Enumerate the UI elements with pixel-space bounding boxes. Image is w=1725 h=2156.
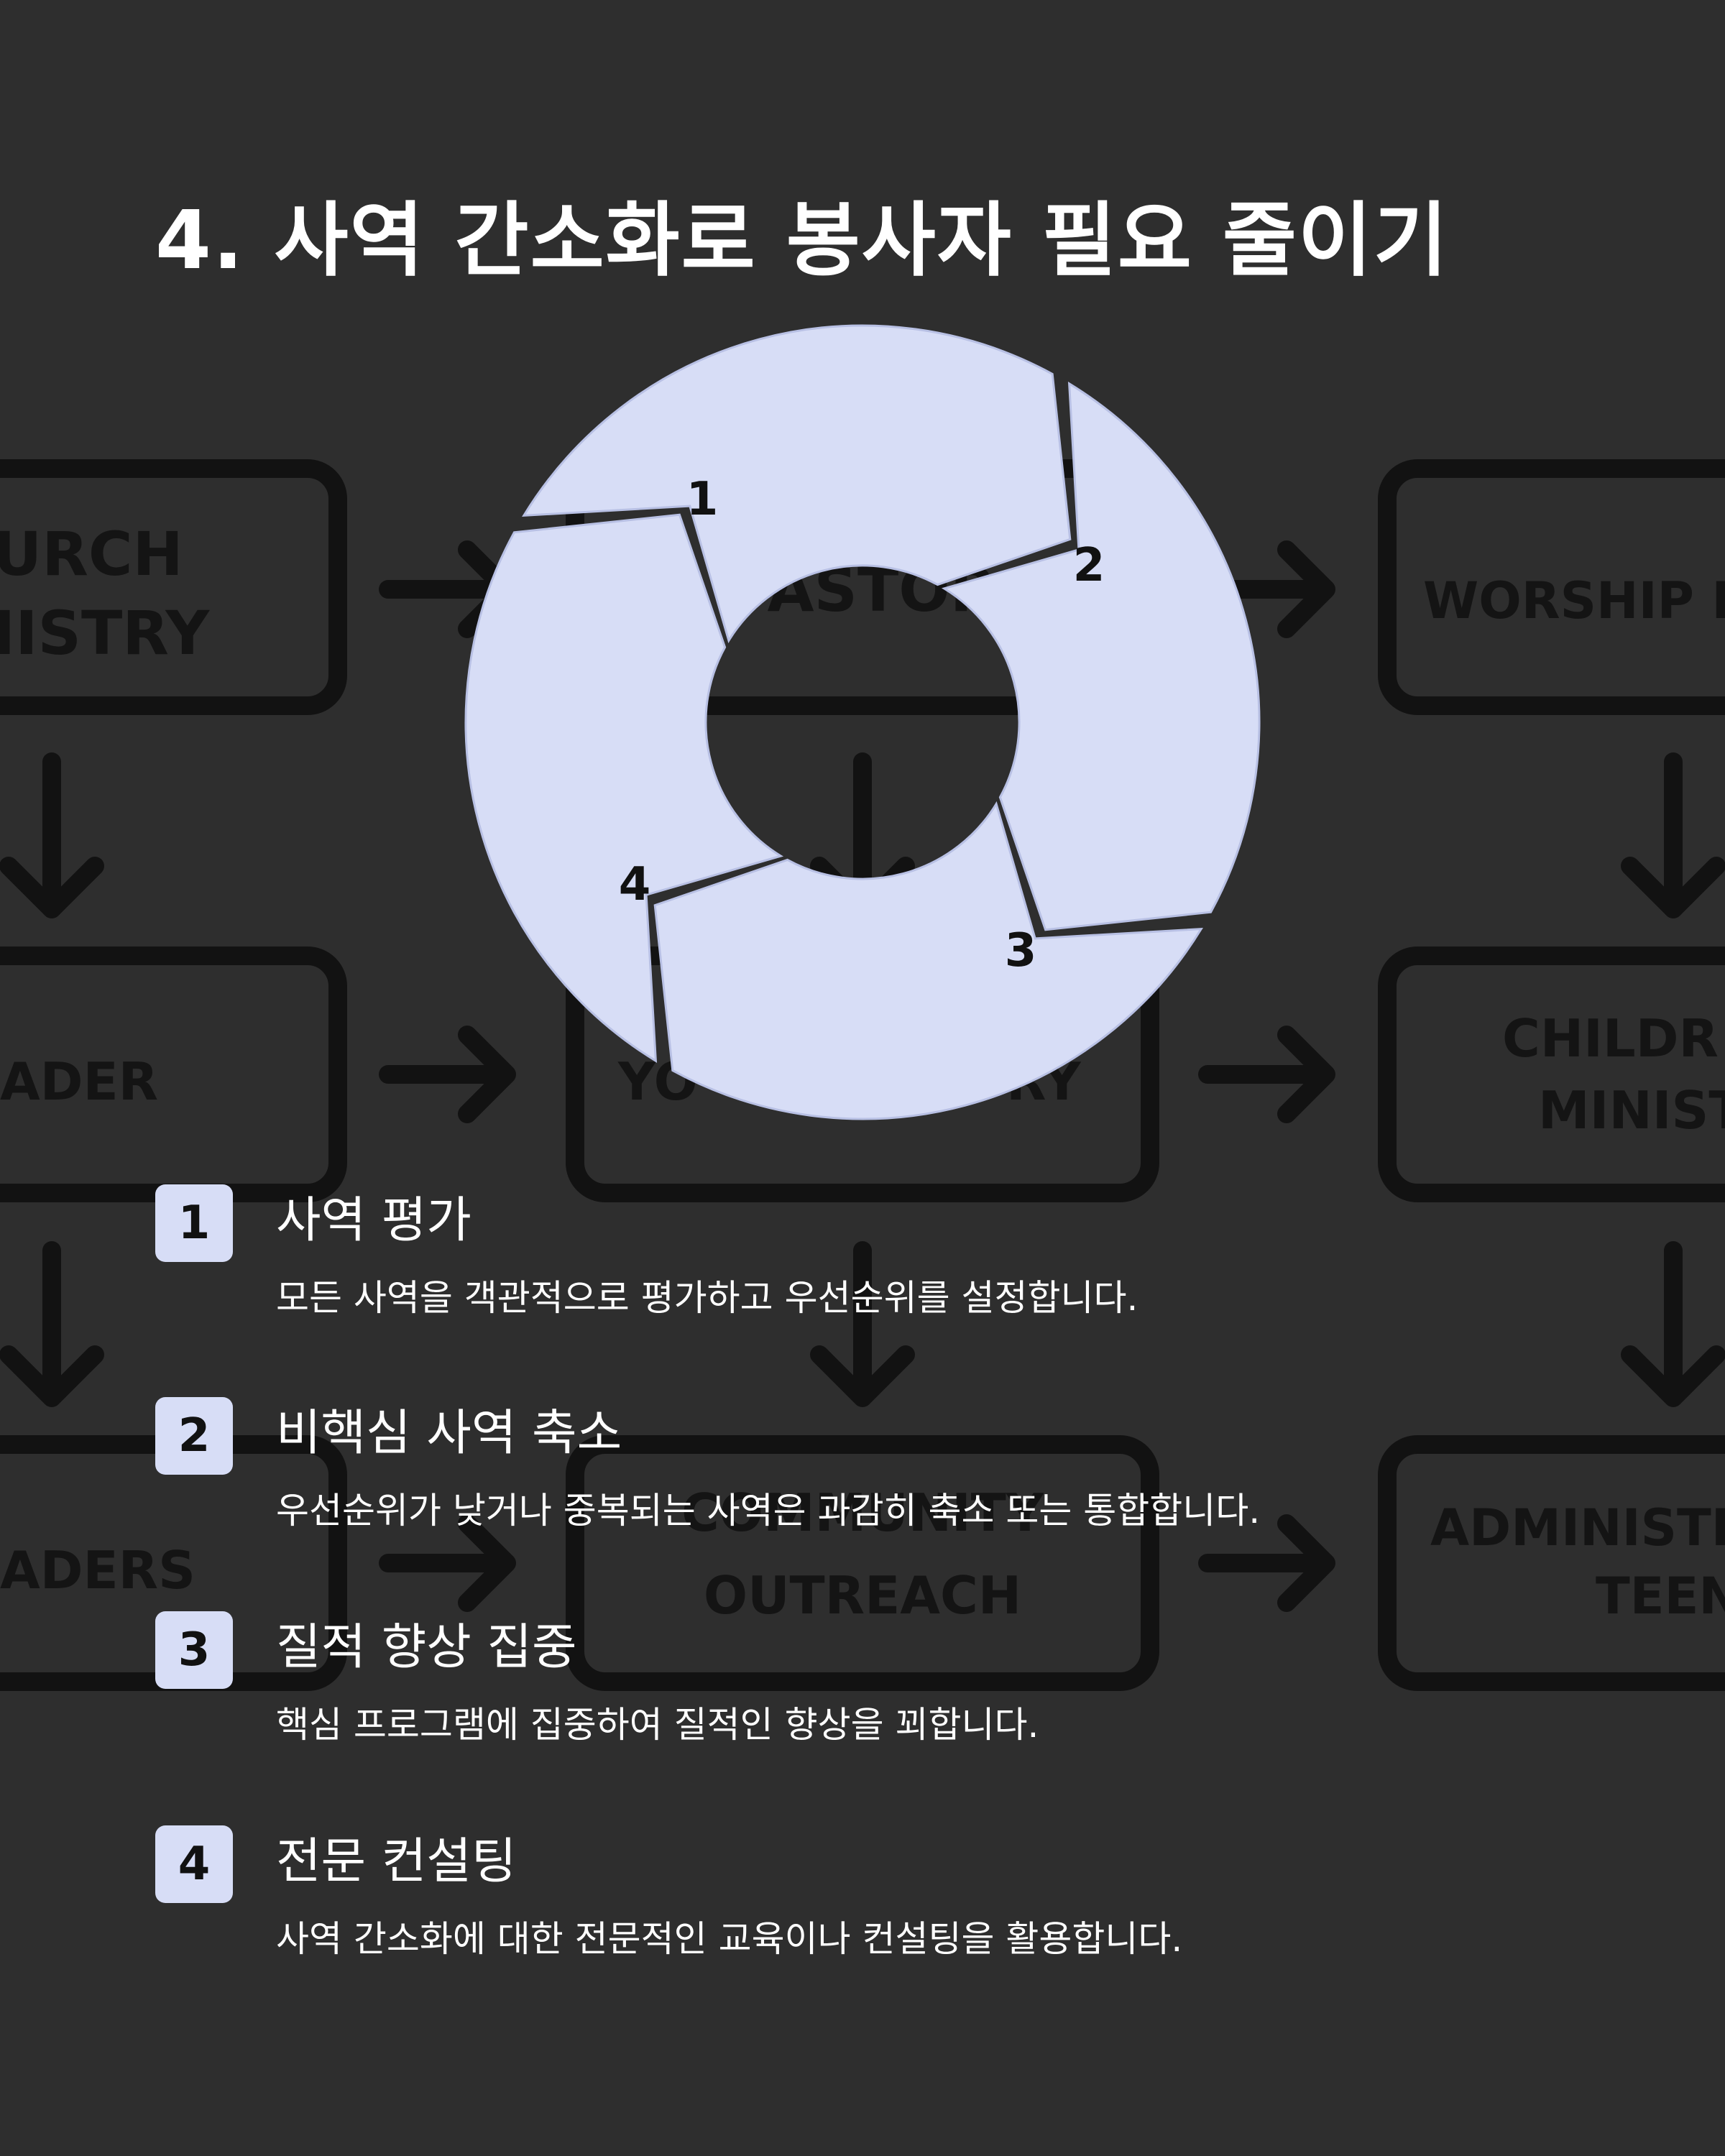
arrow-right-icon (379, 1026, 516, 1123)
org-box-worship (1378, 459, 1725, 715)
org-label: OUTREACH (704, 1565, 1021, 1626)
arrow-down-icon (0, 1241, 104, 1407)
step-1: 1 사역 평가 모든 사역을 객관적으로 평가하고 우선순위를 설정합니다. (155, 1184, 1521, 1357)
org-box-leaders (0, 1435, 347, 1691)
step-2: 2 비핵심 사역 축소 우선순위가 낮거나 중복되는 사역은 과감히 축소 또는… (155, 1397, 1521, 1570)
org-box-leader (0, 946, 347, 1202)
cycle-segment-2 (941, 382, 1261, 931)
cycle-segment-label-4: 4 (619, 858, 651, 911)
arrow-right-icon (379, 1514, 516, 1612)
step-description: 사역 간소화에 대한 전문적인 교육이나 컨설팅을 활용합니다. (276, 1918, 1183, 1960)
org-label: TEEN (1596, 1567, 1725, 1626)
cycle-segment-4 (464, 513, 784, 1063)
org-label: ADERS (0, 1540, 196, 1600)
cycle-segment-1 (522, 324, 1072, 644)
step-number-badge: 2 (155, 1397, 233, 1475)
arrow-down-icon (1621, 1241, 1725, 1407)
org-box-children (1378, 946, 1725, 1202)
arrow-right-icon (1198, 1026, 1335, 1123)
org-label: ADMINISTR (1430, 1498, 1725, 1557)
arrow-right-icon (1198, 1514, 1335, 1612)
org-label: WORSHIP L (1423, 571, 1725, 630)
org-label: ADER (0, 1051, 158, 1112)
org-box-church-ministry (0, 459, 347, 715)
step-title: 사역 평가 (276, 1192, 472, 1249)
org-label: MINIST (1538, 1080, 1725, 1141)
step-3: 3 질적 향상 집중 핵심 프로그램에 집중하여 질적인 향상을 꾀합니다. (155, 1611, 1521, 1784)
step-description: 우선순위가 낮거나 중복되는 사역은 과감히 축소 또는 통합합니다. (276, 1490, 1261, 1531)
arrow-down-icon (810, 1241, 915, 1407)
org-box-outreach (566, 1435, 1159, 1691)
step-title: 질적 향상 집중 (276, 1619, 577, 1676)
arrow-down-icon (1621, 752, 1725, 918)
cycle-segment-label-2: 2 (1073, 539, 1105, 592)
step-4: 4 전문 컨설팅 사역 간소화에 대한 전문적인 교육이나 컨설팅을 활용합니다… (155, 1825, 1521, 1998)
step-number-badge: 4 (155, 1825, 233, 1903)
org-label: CHILDR (1502, 1008, 1719, 1069)
step-description: 모든 사역을 객관적으로 평가하고 우선순위를 설정합니다. (276, 1277, 1138, 1319)
page-title: 4. 사역 간소화로 봉사자 필요 줄이기 (155, 194, 1449, 287)
step-number-badge: 3 (155, 1611, 233, 1689)
step-number-badge: 1 (155, 1184, 233, 1262)
org-label: COMMUNITY (681, 1483, 1044, 1543)
cycle-segment-3 (653, 801, 1203, 1120)
cycle-segment-label-1: 1 (686, 473, 719, 526)
step-title: 전문 컨설팅 (276, 1833, 517, 1890)
step-title: 비핵심 사역 축소 (276, 1405, 622, 1462)
org-box-administration (1378, 1435, 1725, 1691)
cycle-segment-label-3: 3 (1005, 924, 1037, 977)
org-label: IISTRY (0, 598, 210, 668)
arrow-down-icon (0, 752, 104, 918)
org-label: URCH (0, 519, 183, 589)
step-description: 핵심 프로그램에 집중하여 질적인 향상을 꾀합니다. (276, 1704, 1039, 1746)
